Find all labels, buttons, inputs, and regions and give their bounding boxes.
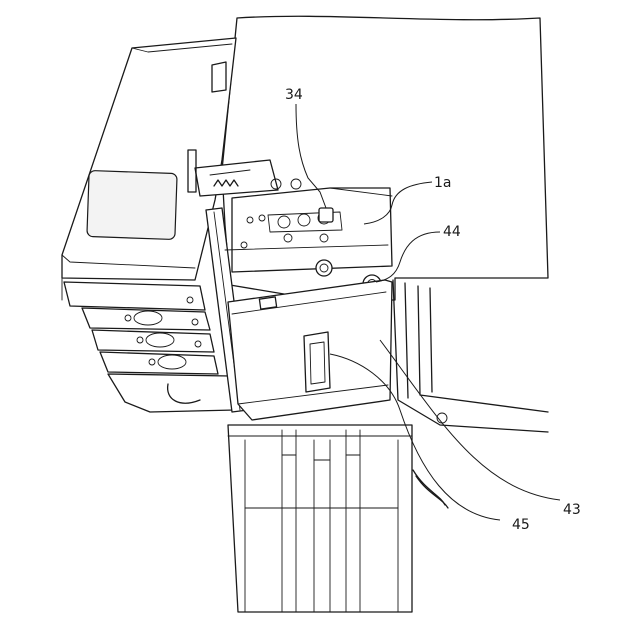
ref-label-1a: 1a — [434, 175, 452, 191]
ref-label-43: 43 — [563, 502, 581, 518]
side-bracket-stack — [64, 282, 235, 412]
ref-label-45: 45 — [512, 517, 530, 533]
mounting-plate — [225, 188, 392, 272]
housing-window — [87, 170, 177, 239]
ref-label-34: 34 — [285, 87, 303, 103]
right-frame — [393, 280, 548, 432]
ref-label-44: 44 — [443, 224, 461, 240]
lower-chassis — [228, 425, 412, 612]
stud-34 — [319, 208, 333, 222]
access-door — [228, 280, 392, 420]
